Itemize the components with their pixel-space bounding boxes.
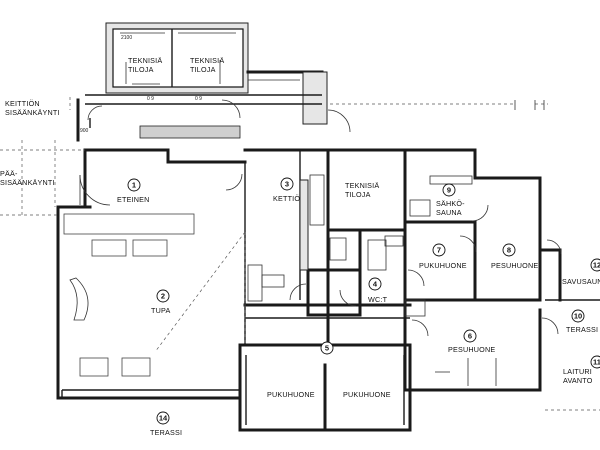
living-room-furniture [62,213,246,391]
room-name: PUKUHUONE [419,261,467,270]
room-number: 8 [507,246,511,255]
room-number-circle [156,289,170,303]
room-marker-4: 4WC:T [368,277,388,304]
room-number-circle [590,355,600,369]
room-name: KETTIÖ [273,194,300,203]
room-name: SÄHKÖ-SAUNA [436,199,465,217]
room-number-circle [280,177,294,191]
room-number: 3 [285,180,289,189]
room-markers: 1ETEINEN2TUPA3KETTIÖ4WC:T56PESUHUONE7PUK… [117,177,600,437]
room-number-circle [432,243,446,257]
room-number-circle [463,329,477,343]
room-number-circle [571,309,585,323]
room-number-circle [502,243,516,257]
label-pukuhuone-a: PUKUHUONE [267,390,315,399]
doors [79,99,562,337]
room-number: 12 [593,261,600,270]
room-number: 2 [161,292,165,301]
room-number-circle [442,183,456,197]
label-paa-sisaankaynti: PÄÄ-SISÄÄNKÄYNTI [0,169,55,187]
label-pukuhuone-b: PUKUHUONE [343,390,391,399]
fixtures [247,174,497,386]
right-edge [545,299,600,411]
dim-09-b: 0 9 [195,96,202,102]
room-name: TERASSI [566,325,598,334]
room-number: 6 [468,332,472,341]
outer-walls [56,148,562,432]
room-name: TERASSI [150,428,182,437]
room-number-circle [156,411,170,425]
room-number-circle [127,178,141,192]
room-number: 7 [437,246,441,255]
dimension-labels: 2100 0 9 0 9 900 [80,35,202,134]
dim-900: 900 [80,128,89,134]
room-number: 11 [593,358,600,367]
room-number-circle [590,258,600,272]
room-number: 5 [325,344,329,353]
room-number: 9 [447,186,451,195]
technical-rooms-block [105,22,249,94]
room-name: TUPA [151,306,170,315]
room-number: 1 [132,181,136,190]
dim-09-a: 0 9 [147,96,154,102]
room-number: 10 [574,312,582,321]
room-number: 4 [373,280,378,289]
room-name: PESUHUONE [448,345,495,354]
room-name: WC:T [368,295,388,304]
entry-paths [0,140,85,216]
room-name: PESUHUONE [491,261,538,270]
room-number-circle [368,277,382,291]
room-number-circle [320,341,334,355]
room-name: ETEINEN [117,195,150,204]
room-number: 14 [159,414,168,423]
room-marker-5: 5 [320,341,334,355]
dim-2100: 2100 [121,35,132,41]
upper-corridor [69,70,548,142]
room-name: SAVUSAUN [562,277,600,286]
